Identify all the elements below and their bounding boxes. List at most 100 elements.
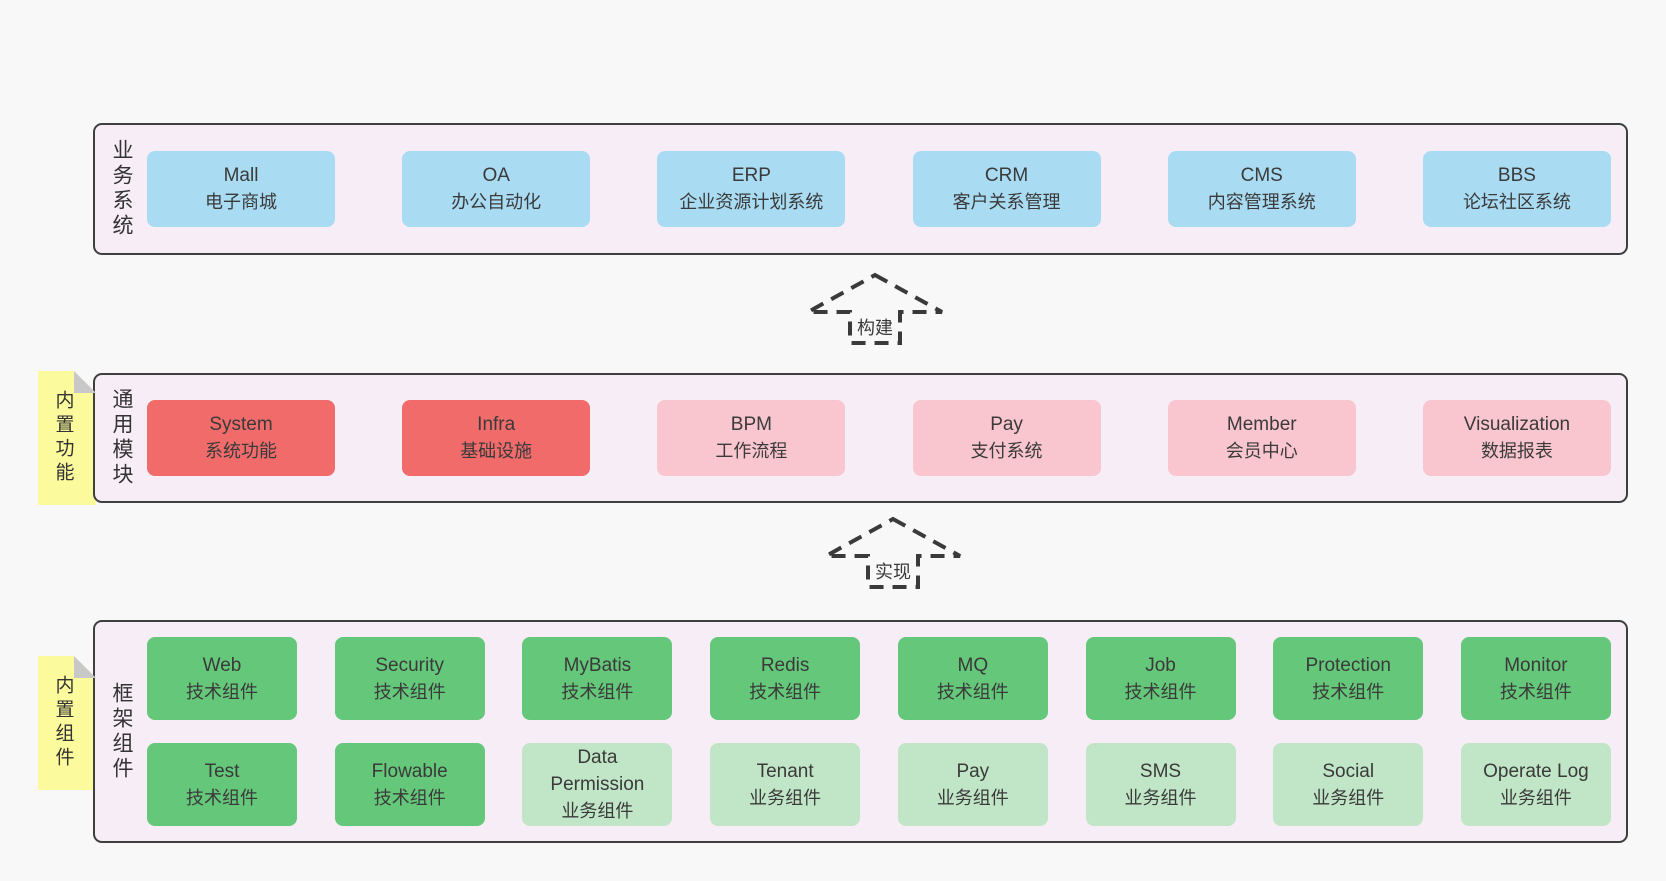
box-title: Tenant: [756, 760, 814, 782]
box-title: Security: [375, 654, 445, 676]
box-subtitle: 业务组件: [936, 787, 1009, 808]
box-subtitle: 技术组件: [749, 681, 822, 702]
box-subtitle: 技术组件: [373, 681, 446, 702]
box-subtitle: 技术组件: [186, 787, 258, 808]
box-title: Member: [1226, 414, 1297, 435]
box-title: OA: [482, 165, 510, 186]
box-protection: Protection 技术组件: [1273, 637, 1424, 720]
box-title: BPM: [730, 414, 772, 435]
box-erp: ERP 企业资源计划系统: [657, 151, 846, 227]
layer-body: Web 技术组件 Security 技术组件 MyBatis 技术组件 Redi…: [147, 622, 1611, 841]
box-subtitle: 工作流程: [715, 441, 788, 461]
box-mq: MQ 技术组件: [897, 637, 1048, 720]
box-title: Pay: [990, 414, 1023, 435]
box-infra: Infra 基础设施: [402, 400, 591, 476]
box-subtitle: 业务组件: [1312, 787, 1385, 808]
box-subtitle: 电子商城: [205, 192, 277, 212]
layer-common-modules: 通用模块 System 系统功能 Infra 基础设施 BPM 工作流程 Pay…: [93, 373, 1628, 503]
box-title: Protection: [1305, 654, 1391, 676]
box-subtitle: 企业资源计划系统: [679, 192, 824, 212]
box-subtitle: 技术组件: [561, 681, 634, 702]
layer-framework-components: 框架组件 Web 技术组件 Security 技术组件 MyBatis 技术组件…: [93, 620, 1628, 843]
layer-label: 通用模块: [110, 388, 133, 488]
box-data-permission: Data Permission 业务组件: [522, 743, 673, 826]
box-title: Test: [204, 760, 240, 782]
layer-label: 框架组件: [110, 681, 133, 782]
box-title: Data Permission: [550, 747, 645, 795]
box-title: ERP: [731, 165, 771, 186]
box-title: Web: [202, 654, 242, 676]
box-title: Redis: [760, 654, 810, 676]
arrow-label: 实现: [872, 558, 914, 584]
box-social: Social 业务组件: [1273, 743, 1424, 826]
box-oa: OA 办公自动化: [402, 151, 591, 227]
box-bbs: BBS 论坛社区系统: [1422, 151, 1611, 227]
box-subtitle: 技术组件: [936, 681, 1009, 702]
box-title: Social: [1322, 760, 1375, 782]
box-subtitle: 数据报表: [1480, 441, 1553, 461]
box-row: Mall 电子商城 OA 办公自动化 ERP 企业资源计划系统 CRM 客户关系…: [147, 151, 1611, 227]
layer-body: Mall 电子商城 OA 办公自动化 ERP 企业资源计划系统 CRM 客户关系…: [147, 125, 1611, 253]
box-title: Mall: [223, 165, 259, 186]
box-title: MQ: [957, 654, 989, 676]
box-subtitle: 系统功能: [205, 441, 277, 461]
box-pay-business: Pay 业务组件: [897, 743, 1048, 826]
box-subtitle: 论坛社区系统: [1462, 192, 1571, 212]
box-title: Infra: [477, 414, 516, 435]
box-security: Security 技术组件: [334, 637, 485, 720]
box-job: Job 技术组件: [1085, 637, 1236, 720]
box-subtitle: 基础设施: [460, 441, 533, 461]
box-subtitle: 技术组件: [186, 681, 258, 702]
up-arrow-icon: [807, 272, 943, 345]
box-mall: Mall 电子商城: [147, 151, 335, 227]
box-subtitle: 业务组件: [561, 801, 634, 821]
box-title: Monitor: [1504, 654, 1568, 676]
box-visualization: Visualization 数据报表: [1422, 400, 1611, 476]
box-operate-log: Operate Log 业务组件: [1460, 743, 1611, 826]
sticky-note-built-in-features: 内置功能: [38, 371, 96, 505]
box-member: Member 会员中心: [1167, 400, 1356, 476]
box-row: System 系统功能 Infra 基础设施 BPM 工作流程 Pay 支付系统…: [147, 400, 1611, 476]
layer-label: 业务系统: [110, 139, 133, 239]
box-tenant: Tenant 业务组件: [710, 743, 861, 826]
box-subtitle: 技术组件: [1124, 681, 1197, 702]
sticky-note-label: 内置组件: [52, 675, 74, 771]
box-title: Visualization: [1463, 414, 1571, 435]
box-title: BBS: [1497, 165, 1536, 186]
box-subtitle: 支付系统: [970, 441, 1043, 461]
box-bpm: BPM 工作流程: [657, 400, 846, 476]
box-subtitle: 业务组件: [1499, 787, 1572, 808]
box-subtitle: 业务组件: [1124, 787, 1197, 808]
box-subtitle: 业务组件: [749, 787, 822, 808]
sticky-note-built-in-components: 内置组件: [38, 656, 96, 790]
box-monitor: Monitor 技术组件: [1460, 637, 1611, 720]
box-title: CMS: [1240, 165, 1283, 186]
box-subtitle: 内容管理系统: [1207, 192, 1316, 212]
layer-body: System 系统功能 Infra 基础设施 BPM 工作流程 Pay 支付系统…: [147, 375, 1611, 501]
box-system: System 系统功能: [147, 400, 335, 476]
up-arrow-icon: [825, 516, 961, 589]
box-title: System: [209, 414, 273, 435]
box-sms: SMS 业务组件: [1085, 743, 1236, 826]
box-mybatis: MyBatis 技术组件: [522, 637, 673, 720]
box-cms: CMS 内容管理系统: [1167, 151, 1356, 227]
box-subtitle: 会员中心: [1225, 441, 1298, 461]
box-row: Web 技术组件 Security 技术组件 MyBatis 技术组件 Redi…: [147, 637, 1611, 720]
box-title: Pay: [956, 760, 990, 782]
box-test: Test 技术组件: [147, 743, 297, 826]
arrow-build: 构建: [805, 272, 945, 346]
box-subtitle: 技术组件: [373, 787, 446, 808]
box-flowable: Flowable 技术组件: [334, 743, 485, 826]
arrow-implement: 实现: [823, 516, 963, 590]
box-subtitle: 办公自动化: [451, 192, 542, 212]
box-title: MyBatis: [563, 654, 632, 676]
layer-business-systems: 业务系统 Mall 电子商城 OA 办公自动化 ERP 企业资源计划系统 CRM…: [93, 123, 1628, 255]
box-title: Operate Log: [1483, 760, 1589, 782]
sticky-note-label: 内置功能: [52, 390, 74, 486]
box-title: Job: [1145, 654, 1176, 676]
box-title: SMS: [1139, 760, 1182, 782]
box-redis: Redis 技术组件: [710, 637, 861, 720]
box-title: Flowable: [371, 760, 448, 782]
box-title: CRM: [984, 165, 1029, 186]
